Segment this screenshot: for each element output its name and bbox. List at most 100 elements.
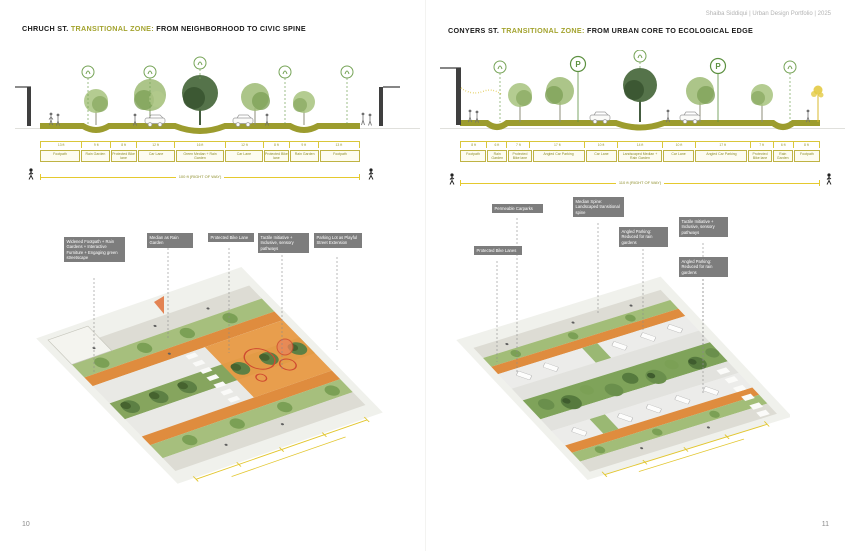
lane-width: 8 ft bbox=[110, 142, 136, 148]
right-of-way-total: 100 ft (RIGHT OF WAY) bbox=[40, 174, 360, 179]
page-number-left: 10 bbox=[22, 521, 30, 528]
dimension-tick bbox=[819, 180, 820, 186]
conyers-st-section-diagram: P P bbox=[440, 50, 845, 131]
lane-label: Protected Bike lane bbox=[110, 150, 137, 163]
lane-width: 17 ft bbox=[694, 142, 750, 148]
lane-width: 13 ft bbox=[317, 142, 360, 148]
title-zone: TRANSITIONAL ZONE: bbox=[70, 24, 154, 33]
callout-angled-parking-1: Angled Parking: Reduced for rain gardens bbox=[619, 227, 668, 247]
lane-width: 10 ft bbox=[584, 142, 617, 148]
callout-median-rain-garden: Median as Rain Garden bbox=[147, 233, 193, 248]
dimension-tick bbox=[40, 174, 41, 180]
festoon-lights bbox=[460, 87, 503, 96]
lane-width-row: 13 ft 9 ft 8 ft 12 ft 16 ft 12 ft 8 ft 9… bbox=[40, 141, 360, 148]
lane-width: 9 ft bbox=[81, 142, 110, 148]
people-dots bbox=[92, 307, 284, 446]
lane-width: 8 ft bbox=[460, 142, 486, 148]
pedestrian-figures bbox=[468, 109, 810, 123]
parking-sign-icon: P bbox=[569, 55, 587, 122]
church-st-axonometric bbox=[36, 248, 383, 484]
axon-street-plan bbox=[456, 276, 790, 480]
callout-tactile-initiative: Tactile Initiative + Inclusive, sensory … bbox=[679, 217, 728, 237]
lane-width: 10 ft bbox=[662, 142, 695, 148]
lane-width: 12 ft bbox=[136, 142, 174, 148]
lane-width-row: 8 ft 6 ft 7 ft 17 ft 10 ft 14 ft 10 ft 1… bbox=[460, 141, 821, 148]
lane-label: Footpath bbox=[319, 150, 360, 163]
lane-label: Footpath bbox=[793, 150, 820, 163]
lane-width: 13 ft bbox=[40, 142, 81, 148]
crosswalk bbox=[716, 367, 770, 418]
callout-median-spine: Median Spine: Landscaped transitional sp… bbox=[573, 197, 624, 217]
roadbed bbox=[40, 123, 360, 134]
right-of-way-total: 110 ft (RIGHT OF WAY) bbox=[460, 180, 820, 185]
parking-sign-letter: P bbox=[715, 62, 721, 71]
title-street: CHRUCH ST. bbox=[22, 24, 69, 33]
title-subtitle: FROM NEIGHBORHOOD TO CIVIC SPINE bbox=[156, 24, 306, 33]
building-left-icon bbox=[440, 67, 461, 125]
callout-widened-footpath: Widened Footpath + Rain Gardens + Intera… bbox=[64, 237, 125, 262]
conyers-st-axonometric bbox=[456, 218, 790, 480]
roadbed bbox=[460, 120, 820, 131]
lane-label: Landscaped Median + Rain Garden bbox=[618, 150, 662, 163]
street-trees bbox=[508, 68, 773, 122]
walking-person-icon bbox=[826, 173, 832, 185]
median-spine-trees bbox=[537, 348, 720, 410]
lane-width: 8 ft bbox=[263, 142, 289, 148]
right-of-way-label: 110 ft (RIGHT OF WAY) bbox=[615, 180, 665, 185]
lane-label: Protected Bike lane bbox=[508, 150, 532, 163]
callout-permeable-carparks: Permeable Carparks bbox=[492, 204, 543, 214]
orange-canopy bbox=[154, 296, 164, 314]
page-gutter bbox=[425, 0, 426, 551]
pedestrian-figures bbox=[48, 112, 372, 126]
portfolio-credit: Shaiba Siddiqui | Urban Design Portfolio… bbox=[705, 11, 831, 17]
walking-person-icon bbox=[368, 168, 374, 180]
title-zone: TRANSITIONAL ZONE: bbox=[501, 26, 585, 35]
page-number-right: 11 bbox=[821, 521, 829, 528]
callout-angled-parking-2: Angled Parking: Reduced for rain gardens bbox=[679, 257, 728, 277]
yellow-tree-icon bbox=[811, 85, 824, 122]
parking-sign-letter: P bbox=[575, 60, 581, 69]
lane-label: Protected Bike lane bbox=[748, 150, 772, 163]
plaza-corner bbox=[47, 325, 113, 365]
lane-label: Rain Garden bbox=[487, 150, 508, 163]
angled-parked-cars bbox=[516, 324, 719, 437]
church-st-section-diagram bbox=[15, 56, 420, 134]
lane-width: 7 ft bbox=[749, 142, 773, 148]
walking-person-icon bbox=[28, 168, 34, 180]
lane-width: 7 ft bbox=[506, 142, 529, 148]
people-dots bbox=[505, 304, 710, 450]
median-trees bbox=[120, 342, 308, 413]
car-icon bbox=[144, 114, 254, 127]
lane-width: 14 ft bbox=[616, 142, 662, 148]
lane-label: Angled Car Parking bbox=[532, 150, 585, 163]
parking-sign-icon: P bbox=[709, 57, 727, 122]
rain-garden-trees bbox=[94, 313, 340, 446]
rain-garden-trees bbox=[510, 314, 720, 454]
lane-label: Footpath bbox=[460, 150, 487, 163]
lane-label: Car Lane bbox=[585, 150, 618, 163]
walking-person-icon bbox=[449, 173, 455, 185]
lane-label: Angled Car Parking bbox=[695, 150, 748, 163]
parking-rain-garden-pocket bbox=[589, 414, 619, 434]
play-circles bbox=[243, 348, 297, 382]
building-left-icon bbox=[15, 86, 31, 126]
dimension-tick bbox=[460, 180, 461, 186]
page-title-left: CHRUCH ST. TRANSITIONAL ZONE: FROM NEIGH… bbox=[22, 24, 306, 33]
axon-street-plan bbox=[36, 267, 383, 484]
lane-width: 12 ft bbox=[224, 142, 263, 148]
lane-width: 6 ft bbox=[486, 142, 506, 148]
lane-label-row: Footpath Rain Garden Protected Bike lane… bbox=[40, 150, 360, 163]
lane-label: Rain Garden bbox=[81, 150, 110, 163]
axon-dimension-lines bbox=[192, 416, 370, 482]
lane-width: 6 ft bbox=[772, 142, 793, 148]
right-of-way-label: 100 ft (RIGHT OF WAY) bbox=[175, 174, 225, 179]
car-icon bbox=[589, 111, 701, 124]
lane-width: 8 ft bbox=[792, 142, 821, 148]
title-street: CONYERS ST. bbox=[448, 26, 500, 35]
lane-label: Rain Garden bbox=[772, 150, 793, 163]
parking-rain-garden-pocket bbox=[582, 343, 612, 363]
page-title-right: CONYERS ST. TRANSITIONAL ZONE: FROM URBA… bbox=[448, 26, 753, 35]
callout-leader-lines bbox=[93, 248, 338, 372]
lane-label-row: Footpath Rain Garden Protected Bike lane… bbox=[460, 150, 820, 163]
